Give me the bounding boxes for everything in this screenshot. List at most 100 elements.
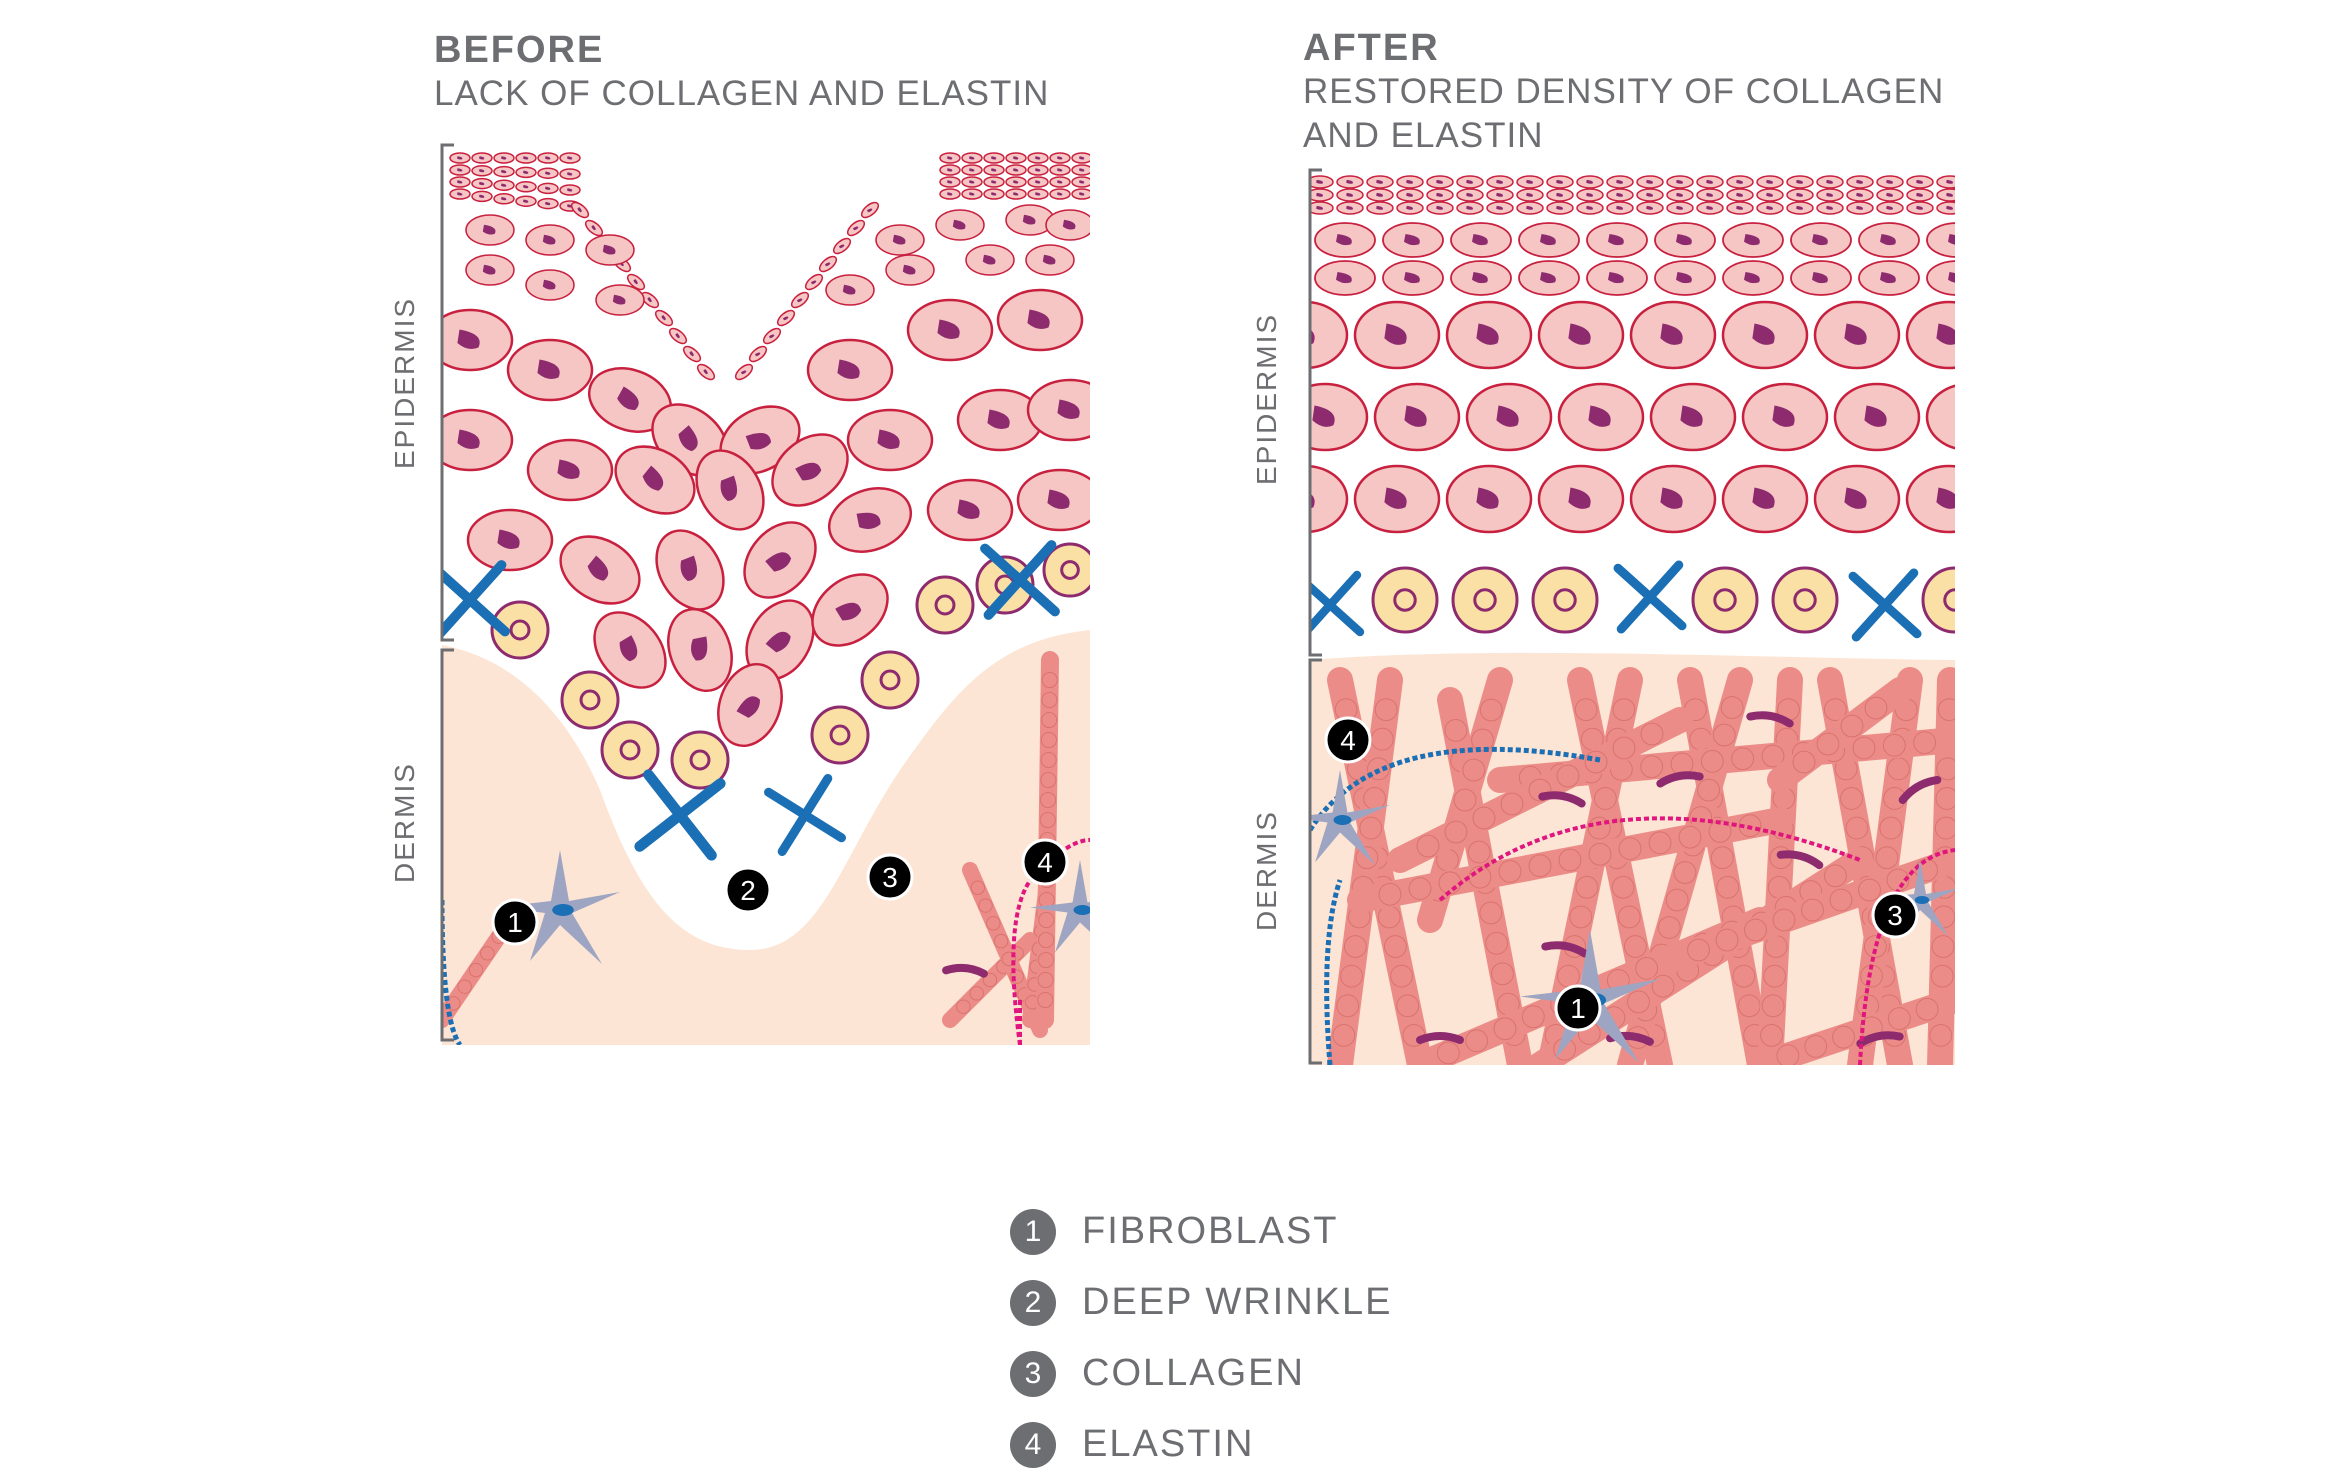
cell-icon <box>776 309 796 327</box>
elastin-fiber-icon <box>1324 879 1343 1065</box>
cell-icon <box>1382 222 1444 258</box>
legend-item-fibroblast: 1 FIBROBLAST <box>1010 1196 1392 1267</box>
cell-icon <box>1722 222 1784 258</box>
cell-icon <box>1786 175 1814 189</box>
cell-icon <box>1906 175 1934 189</box>
cell-icon <box>442 308 514 372</box>
langerhans-cross-icon <box>1848 568 1922 642</box>
before-epidermis-label: EPIDERMIS <box>389 296 420 469</box>
collagen-fiber-icon <box>1767 677 1913 793</box>
cell-icon <box>996 288 1084 352</box>
marker-deep-wrinkle: 2 <box>724 866 772 914</box>
cell-icon <box>1926 260 1955 296</box>
basal-cell-icon <box>1921 566 1955 634</box>
cell-icon <box>1027 164 1049 176</box>
cell-icon <box>449 188 471 200</box>
cell-icon <box>1666 201 1694 215</box>
cell-icon <box>1726 175 1754 189</box>
cell-icon <box>1936 175 1955 189</box>
cell-icon <box>1846 175 1874 189</box>
basal-cell-icon <box>1042 542 1090 598</box>
cell-icon <box>965 244 1015 276</box>
cell-icon <box>846 408 934 472</box>
cell-icon <box>1314 260 1376 296</box>
cell-icon <box>1026 378 1090 442</box>
cell-icon <box>515 166 537 179</box>
cell-icon <box>1876 201 1904 215</box>
collagen-fiber-icon <box>1387 707 1693 873</box>
basal-cell-icon <box>1531 566 1599 634</box>
cell-icon <box>471 152 493 164</box>
before-heading: BEFORE LACK OF COLLAGEN AND ELASTIN <box>434 28 1049 116</box>
cell-icon <box>668 327 688 345</box>
before-epidermis-cells <box>442 152 1090 861</box>
cell-icon <box>1576 188 1604 202</box>
cell-icon <box>734 363 754 381</box>
cell-icon <box>1636 201 1664 215</box>
after-dermis-bracket <box>1308 658 1322 1065</box>
langerhans-cross-icon <box>764 774 846 856</box>
cell-icon <box>1366 201 1394 215</box>
cell-icon <box>1876 175 1904 189</box>
after-heading: AFTER RESTORED DENSITY OF COLLAGEN AND E… <box>1303 26 1944 158</box>
cell-icon <box>493 179 515 191</box>
marker-collagen: 3 <box>866 853 914 901</box>
cell-icon <box>1336 201 1364 215</box>
basal-cell-icon <box>560 670 620 730</box>
cell-icon <box>939 152 961 164</box>
cell-icon <box>471 165 493 177</box>
basal-cell-icon <box>490 600 550 660</box>
fibroblast-icon <box>500 850 620 964</box>
cell-icon <box>806 338 894 402</box>
cell-icon <box>1426 188 1454 202</box>
legend-number-4: 4 <box>1010 1421 1056 1468</box>
legend-item-collagen: 3 COLLAGEN <box>1010 1338 1392 1409</box>
basal-cell-icon <box>915 575 975 635</box>
langerhans-cross-icon <box>1310 570 1365 637</box>
cell-icon <box>1786 188 1814 202</box>
cell-icon <box>1906 201 1934 215</box>
cell-icon <box>1045 209 1090 241</box>
cell-icon <box>526 438 614 502</box>
after-skin-illustration: 134 <box>1308 168 1955 1065</box>
legend-label-elastin: ELASTIN <box>1082 1423 1255 1465</box>
cell-icon <box>1005 176 1027 188</box>
cell-icon <box>1721 300 1809 370</box>
elastin-fiber-icon <box>1310 746 1601 832</box>
cell-icon <box>961 152 983 164</box>
collagen-fiber-icon <box>1327 667 1403 1065</box>
elastin-band <box>1776 850 1824 870</box>
cell-icon <box>1722 260 1784 296</box>
cell-icon <box>1049 152 1071 164</box>
cell-icon <box>465 254 515 286</box>
cell-icon <box>493 165 515 178</box>
cell-icon <box>832 237 852 255</box>
cell-icon <box>939 188 961 200</box>
before-dermis-label: DERMIS <box>389 762 420 883</box>
after-dermis-fibers <box>1310 667 1955 1065</box>
cell-icon <box>1396 188 1424 202</box>
cell-icon <box>961 188 983 200</box>
cell-icon <box>1606 188 1634 202</box>
cell-icon <box>1756 188 1784 202</box>
cell-icon <box>1310 300 1349 370</box>
cell-icon <box>1336 175 1364 189</box>
after-title: AFTER <box>1303 27 1440 69</box>
legend-label-fibroblast: FIBROBLAST <box>1082 1210 1339 1252</box>
basal-cell-icon <box>1451 566 1519 634</box>
cell-icon <box>1025 244 1075 276</box>
cell-icon <box>1846 188 1874 202</box>
cell-icon <box>1576 201 1604 215</box>
cell-icon <box>654 309 674 327</box>
cell-icon <box>614 445 696 515</box>
cell-icon <box>537 167 559 179</box>
cell-icon <box>745 599 815 681</box>
cell-icon <box>1071 152 1090 164</box>
cell-icon <box>1336 188 1364 202</box>
cell-icon <box>1396 201 1424 215</box>
cell-icon <box>1005 204 1055 236</box>
cell-icon <box>1426 201 1454 215</box>
cell-icon <box>983 176 1005 188</box>
elastin-band <box>942 963 988 978</box>
